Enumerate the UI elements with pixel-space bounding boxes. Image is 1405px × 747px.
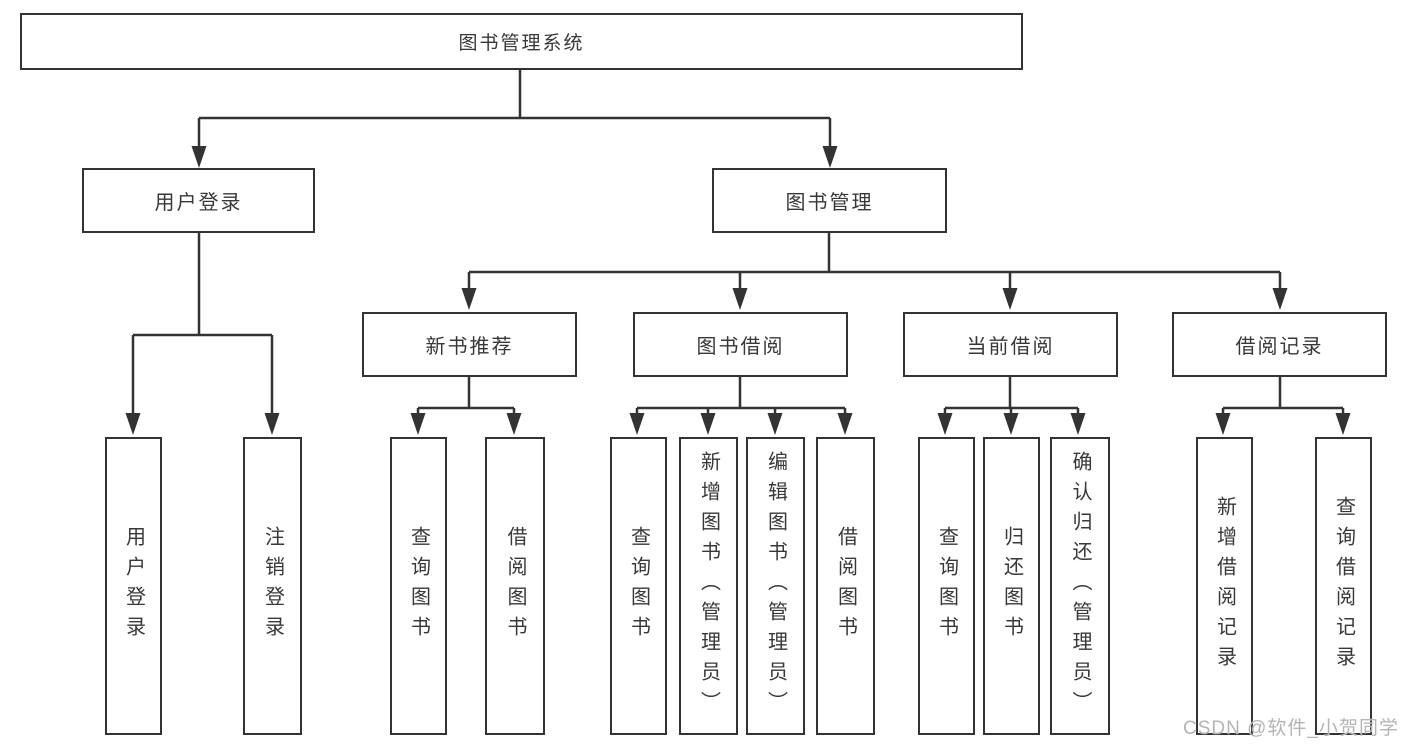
leaf-add-borrow-record: 新增借阅记录 bbox=[1196, 437, 1253, 735]
leaf-confirm-return-admin: 确认归还（管理员） bbox=[1050, 437, 1110, 735]
node-new-book-recommend: 新书推荐 bbox=[362, 312, 577, 377]
leaf-add-books-admin: 新增图书（管理员） bbox=[679, 437, 738, 735]
node-root: 图书管理系统 bbox=[20, 13, 1023, 70]
leaf-borrow-books-recommend: 借阅图书 bbox=[485, 437, 545, 735]
leaf-user-login: 用户登录 bbox=[105, 437, 162, 735]
node-current-borrowing: 当前借阅 bbox=[903, 312, 1118, 377]
node-book-management: 图书管理 bbox=[712, 168, 947, 233]
leaf-query-books-borrowing: 查询图书 bbox=[610, 437, 667, 735]
leaf-query-borrow-record: 查询借阅记录 bbox=[1315, 437, 1372, 735]
node-borrowing-records: 借阅记录 bbox=[1172, 312, 1387, 377]
node-book-borrowing: 图书借阅 bbox=[633, 312, 848, 377]
watermark: CSDN @软件_小贺同学 bbox=[1183, 718, 1399, 739]
node-user-login: 用户登录 bbox=[82, 168, 315, 233]
leaf-borrow-books: 借阅图书 bbox=[816, 437, 875, 735]
leaf-logout: 注销登录 bbox=[243, 437, 302, 735]
leaf-return-books: 归还图书 bbox=[983, 437, 1040, 735]
leaf-edit-books-admin: 编辑图书（管理员） bbox=[746, 437, 805, 735]
leaf-query-books-recommend: 查询图书 bbox=[390, 437, 447, 735]
leaf-query-books-current: 查询图书 bbox=[918, 437, 975, 735]
